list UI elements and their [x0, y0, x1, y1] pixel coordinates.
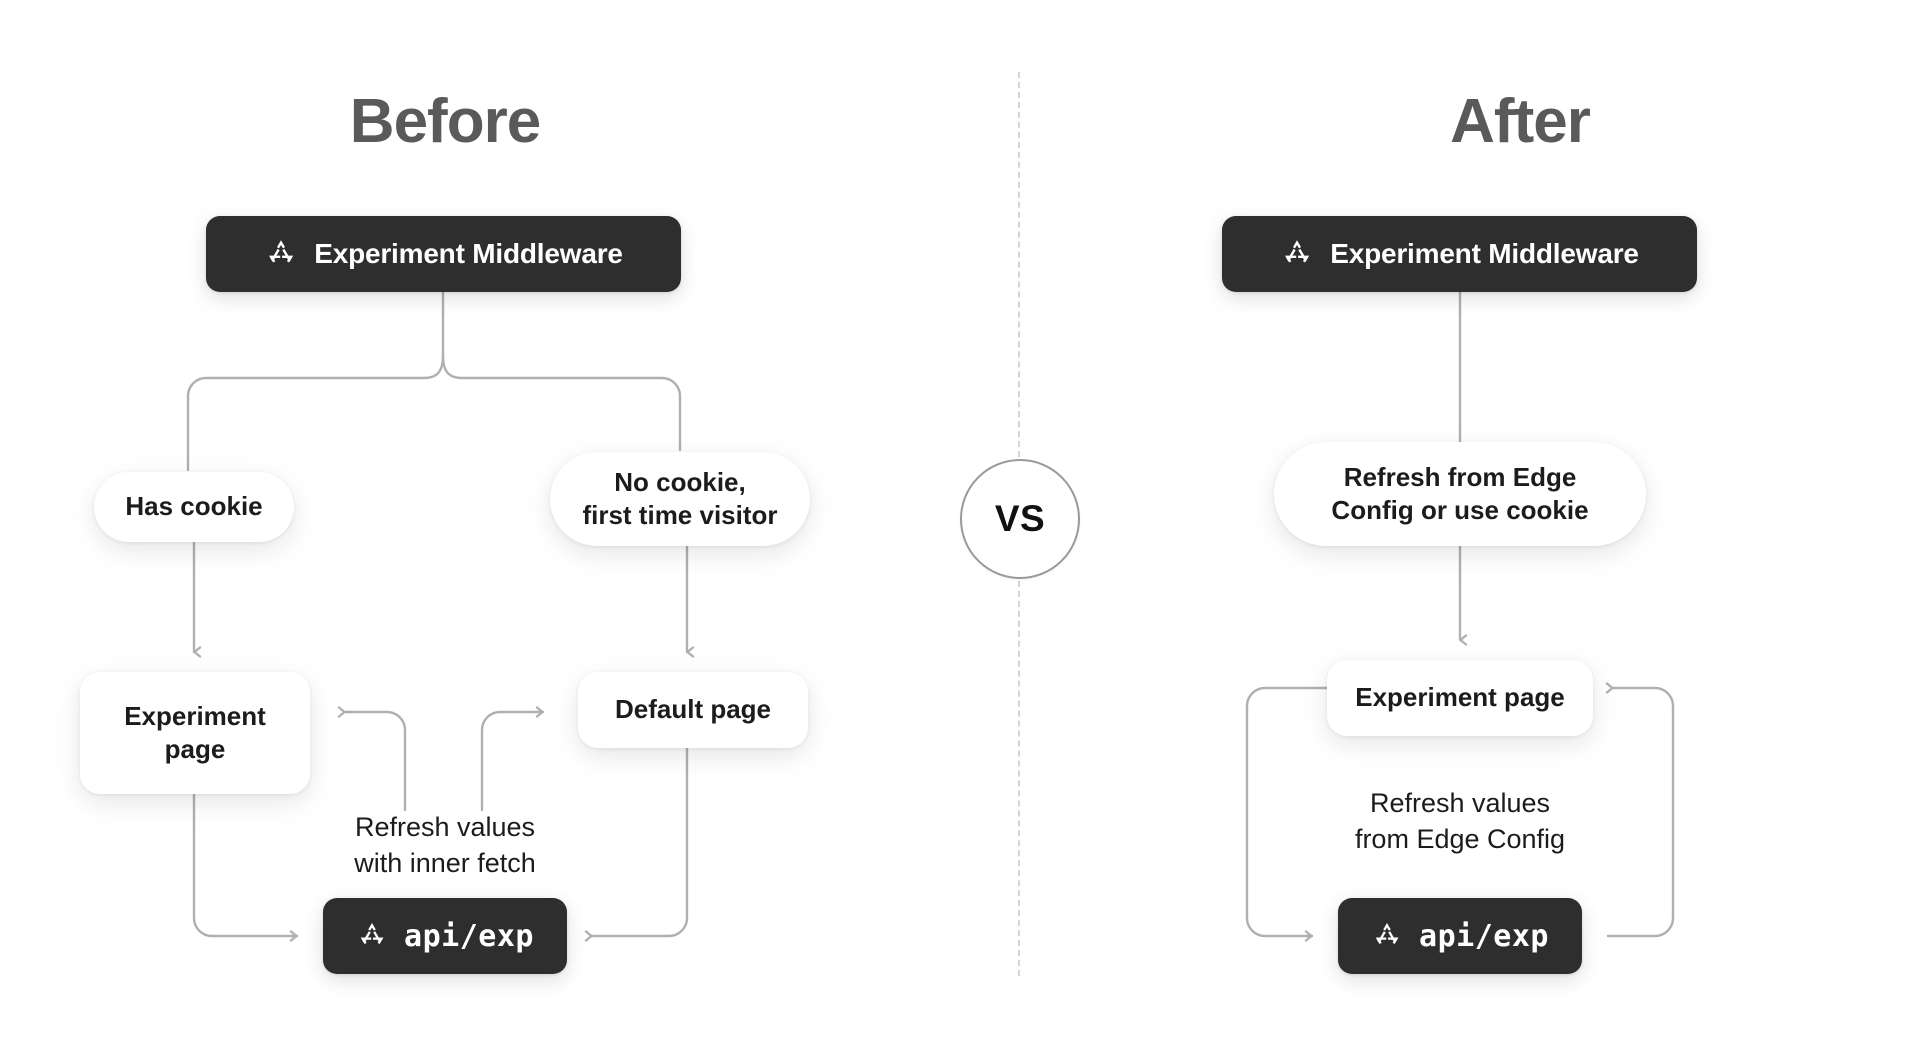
vs-badge-label: VS — [994, 498, 1046, 539]
after-annotation-refresh-edge-config: Refresh values from Edge Config — [1354, 788, 1566, 854]
before-annotation-refresh-inner-fetch: Refresh values with inner fetch — [354, 812, 536, 878]
before-node-has-cookie[interactable]: Has cookie — [94, 472, 294, 542]
before-node-default-page[interactable]: Default page — [578, 672, 808, 748]
wire-before-api-refresh-left — [337, 706, 407, 812]
after-experiment-page-label: Experiment page — [1355, 682, 1565, 713]
section-title-after: After — [1450, 87, 1591, 156]
after-middleware-label: Experiment Middleware — [1330, 238, 1639, 269]
before-api-exp-label: api/exp — [404, 918, 534, 954]
wire-after-api-to-exp — [1605, 682, 1675, 938]
triangle-recycle-icon — [269, 240, 294, 263]
before-node-experiment-page[interactable]: Experiment page — [80, 672, 310, 794]
before-experiment-page-label: Experiment page — [124, 700, 266, 764]
vs-badge: VS — [960, 459, 1080, 579]
triangle-recycle-icon — [1375, 923, 1399, 944]
wire-after-exp-to-api — [1245, 686, 1329, 942]
after-node-experiment-middleware[interactable]: Experiment Middleware — [1222, 216, 1697, 292]
after-refresh-edge-label: Refresh from Edge Config or use cookie — [1331, 461, 1589, 525]
after-node-api-exp[interactable]: api/exp — [1338, 898, 1582, 974]
after-node-refresh-from-edge-config[interactable]: Refresh from Edge Config or use cookie — [1274, 442, 1646, 546]
wire-before-exp-to-api — [192, 792, 299, 942]
after-api-exp-label: api/exp — [1419, 918, 1549, 954]
triangle-recycle-icon — [1285, 240, 1310, 263]
before-middleware-label: Experiment Middleware — [314, 238, 623, 269]
before-node-api-exp[interactable]: api/exp — [323, 898, 567, 974]
triangle-recycle-icon — [360, 923, 384, 944]
before-has-cookie-label: Has cookie — [125, 491, 263, 522]
before-no-cookie-label: No cookie, first time visitor — [582, 466, 778, 530]
wire-before-fork-right — [441, 353, 682, 452]
after-node-experiment-page[interactable]: Experiment page — [1327, 660, 1593, 736]
before-node-no-cookie[interactable]: No cookie, first time visitor — [550, 452, 810, 546]
section-title-before: Before — [349, 87, 541, 156]
wire-before-fork — [186, 353, 445, 472]
wire-before-api-refresh-right — [480, 706, 545, 812]
before-node-experiment-middleware[interactable]: Experiment Middleware — [206, 216, 681, 292]
wire-before-default-to-api — [584, 746, 689, 942]
before-default-page-label: Default page — [614, 694, 772, 725]
